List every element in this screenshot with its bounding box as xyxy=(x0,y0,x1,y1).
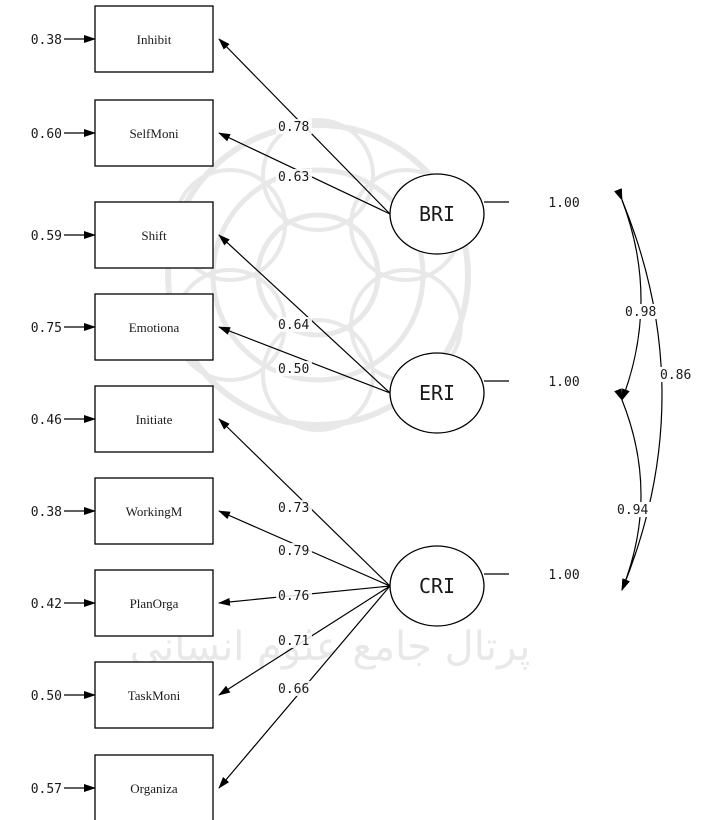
latent-label-cri: CRI xyxy=(419,574,455,598)
observed-box-planorga xyxy=(94,569,214,637)
observed-variable-shift: Shift xyxy=(94,201,214,269)
observed-variable-planorga: PlanOrga xyxy=(94,569,214,637)
observed-label-organiza: Organiza xyxy=(130,781,178,796)
observed-box-taskmoni xyxy=(94,661,214,729)
error-variance-initiate: 0.46 xyxy=(31,413,62,428)
latent-variable-cri: CRI xyxy=(389,545,485,627)
latent-label-bri: BRI xyxy=(419,202,455,226)
loading-value-workingm: 0.79 xyxy=(278,544,309,559)
observed-label-workingm: WorkingM xyxy=(126,504,183,519)
observed-box-inhibit xyxy=(94,5,214,73)
error-variance-selfmoni: 0.60 xyxy=(31,127,62,142)
variance-label-eri: 1.00 xyxy=(548,375,579,390)
loading-arrow-eri-shift xyxy=(218,234,391,394)
variance-label-cri: 1.00 xyxy=(548,568,579,583)
observed-label-taskmoni: TaskMoni xyxy=(128,688,181,703)
latent-ellipse-eri xyxy=(389,352,485,434)
observed-label-inhibit: Inhibit xyxy=(137,32,172,47)
observed-label-initiate: Initiate xyxy=(136,412,173,427)
observed-box-shift xyxy=(94,201,214,269)
observed-label-emotiona: Emotiona xyxy=(129,320,180,335)
error-variance-emotiona: 0.75 xyxy=(31,321,62,336)
loading-value-initiate: 0.73 xyxy=(278,501,309,516)
observed-variable-initiate: Initiate xyxy=(94,385,214,453)
observed-box-workingm xyxy=(94,477,214,545)
loading-value-organiza: 0.66 xyxy=(278,682,309,697)
variance-label-bri: 1.00 xyxy=(548,196,579,211)
observed-label-shift: Shift xyxy=(141,228,167,243)
latent-variable-bri: BRI xyxy=(389,173,485,255)
correlation-arc-eri-cri xyxy=(614,388,642,591)
error-variance-workingm: 0.38 xyxy=(31,505,62,520)
loading-value-selfmoni: 0.63 xyxy=(278,170,309,185)
error-variance-taskmoni: 0.50 xyxy=(31,689,62,704)
loading-value-planorga: 0.76 xyxy=(278,589,309,604)
observed-variable-emotiona: Emotiona xyxy=(94,293,214,361)
observed-variable-selfmoni: SelfMoni xyxy=(94,99,214,167)
loading-value-taskmoni: 0.71 xyxy=(278,634,309,649)
observed-variable-inhibit: Inhibit xyxy=(94,5,214,73)
correlation-value-eri-cri: 0.94 xyxy=(617,503,648,518)
nodes-layer: InhibitSelfMoniShiftEmotionaInitiateWork… xyxy=(94,5,485,820)
error-variance-inhibit: 0.38 xyxy=(31,33,62,48)
observed-variable-workingm: WorkingM xyxy=(94,477,214,545)
loading-arrow-eri-emotiona xyxy=(218,326,391,394)
labels-layer: 0.38 0.60 0.59 0.75 0.46 0.38 0.42 0.50 0.57 1.00… xyxy=(31,33,694,797)
loading-value-emotiona: 0.50 xyxy=(278,362,309,377)
observed-label-selfmoni: SelfMoni xyxy=(129,126,179,141)
error-variance-shift: 0.59 xyxy=(31,229,62,244)
observed-box-organiza xyxy=(94,754,214,820)
correlation-arc-bri-eri xyxy=(614,188,642,401)
loading-value-shift: 0.64 xyxy=(278,318,309,333)
observed-label-planorga: PlanOrga xyxy=(130,596,179,611)
error-variance-organiza: 0.57 xyxy=(31,782,62,797)
latent-ellipse-cri xyxy=(389,545,485,627)
observed-box-emotiona xyxy=(94,293,214,361)
observed-variable-organiza: Organiza xyxy=(94,754,214,820)
error-variance-planorga: 0.42 xyxy=(31,597,62,612)
correlation-value-bri-eri: 0.98 xyxy=(625,305,656,320)
observed-box-selfmoni xyxy=(94,99,214,167)
correlation-arc-bri-cri xyxy=(614,188,663,591)
loading-value-inhibit: 0.78 xyxy=(278,120,309,135)
latent-label-eri: ERI xyxy=(419,381,455,405)
observed-box-initiate xyxy=(94,385,214,453)
latent-ellipse-bri xyxy=(389,173,485,255)
correlation-value-bri-cri: 0.86 xyxy=(660,368,691,383)
observed-variable-taskmoni: TaskMoni xyxy=(94,661,214,729)
latent-variable-eri: ERI xyxy=(389,352,485,434)
